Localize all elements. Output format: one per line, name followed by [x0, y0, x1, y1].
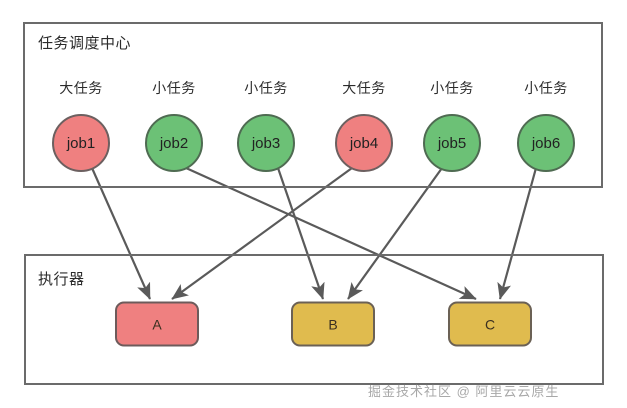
executor-title: 执行器: [38, 271, 85, 288]
job-node-job3[interactable]: job3: [237, 114, 295, 172]
executor-container: [24, 254, 604, 385]
watermark: 掘金技术社区 @ 阿里云云原生: [368, 384, 560, 399]
job-node-job4[interactable]: job4: [335, 114, 393, 172]
executor-node-C[interactable]: C: [448, 301, 532, 347]
job-type-label-job5: 小任务: [430, 80, 474, 96]
job-type-label-job4: 大任务: [342, 80, 386, 96]
job-node-job1[interactable]: job1: [52, 114, 110, 172]
executor-node-A[interactable]: A: [115, 301, 199, 347]
executor-node-B[interactable]: B: [291, 301, 375, 347]
job-type-label-job3: 小任务: [244, 80, 288, 96]
job-node-job6[interactable]: job6: [517, 114, 575, 172]
job-type-label-job6: 小任务: [524, 80, 568, 96]
scheduler-title: 任务调度中心: [38, 35, 132, 52]
job-type-label-job2: 小任务: [152, 80, 196, 96]
job-node-job2[interactable]: job2: [145, 114, 203, 172]
job-type-label-job1: 大任务: [59, 80, 103, 96]
job-node-job5[interactable]: job5: [423, 114, 481, 172]
scheduler-container: [23, 22, 603, 188]
